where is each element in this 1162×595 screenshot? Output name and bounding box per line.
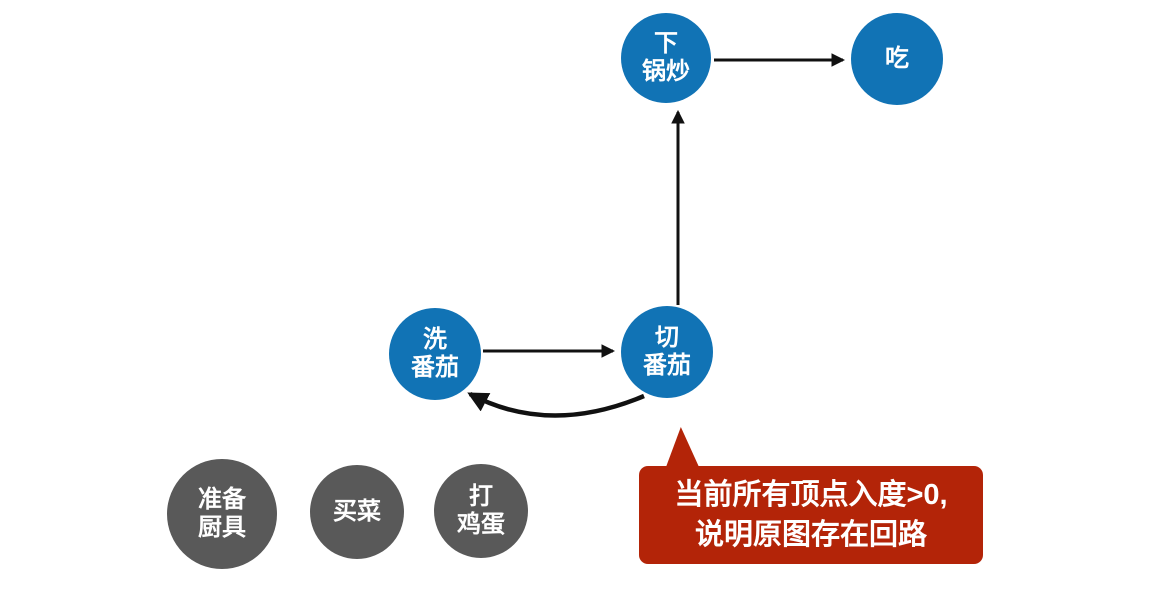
node-wash-tomato-label-line2: 番茄 [411,354,459,381]
node-fry: 下 锅炒 [621,13,711,103]
node-fry-label-line1: 下 [654,29,678,57]
callout-pointer-triangle [666,427,699,467]
node-beat-eggs-label-line1: 打 [469,482,493,510]
callout-cycle-note: 当前所有顶点入度>0, 说明原图存在回路 [639,427,983,564]
node-beat-eggs-label-line2: 鸡蛋 [457,511,505,538]
edge-cut-to-wash-curved-arrow [467,392,645,418]
node-prepare-utensils: 准备 厨具 [167,459,277,569]
node-cut-tomato-label-line1: 切 [655,323,679,351]
node-cut-tomato: 切 番茄 [621,306,713,398]
callout-text-line1: 当前所有顶点入度>0, [674,478,948,511]
node-beat-eggs: 打 鸡蛋 [434,464,528,558]
node-eat: 吃 [851,13,943,105]
node-wash-tomato: 洗 番茄 [389,308,481,400]
node-prepare-utensils-label-line2: 厨具 [198,514,246,541]
node-cut-tomato-label-line2: 番茄 [643,352,691,379]
node-fry-label-line2: 锅炒 [642,58,690,85]
node-prepare-utensils-label-line1: 准备 [198,485,246,513]
node-buy-groceries-label: 买菜 [333,497,381,525]
node-wash-tomato-label-line1: 洗 [423,325,447,353]
node-eat-label: 吃 [885,44,909,72]
callout-text-line2: 说明原图存在回路 [694,519,927,551]
node-buy-groceries: 买菜 [310,465,404,559]
